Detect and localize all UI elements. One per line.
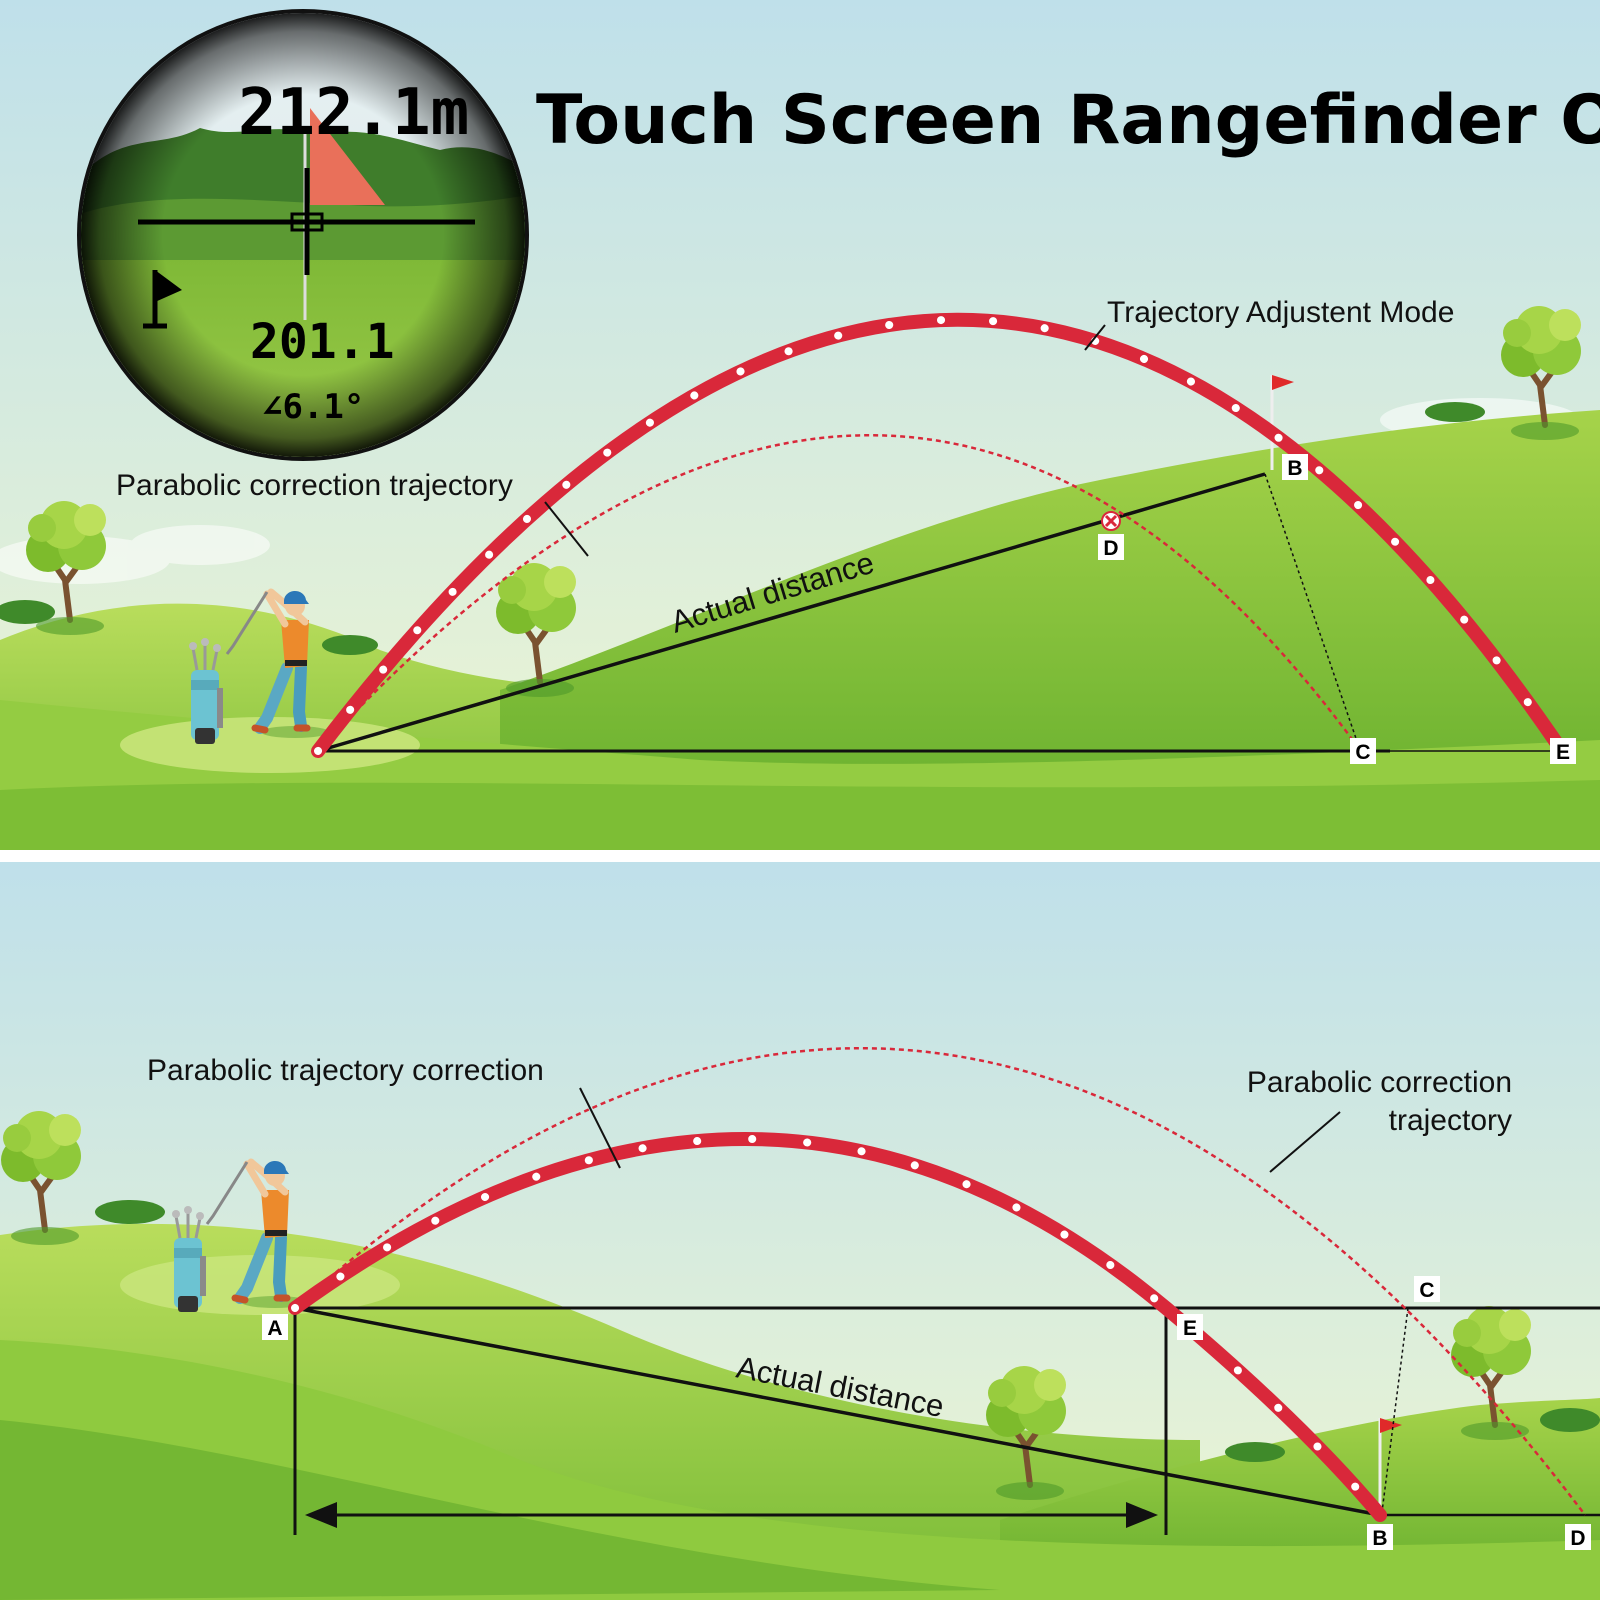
label-parabolic-correction-line2: trajectory [1389, 1104, 1512, 1137]
top-trajectory [311, 312, 1567, 758]
viewfinder-angle: ∠6.1° [262, 387, 364, 427]
top-fairway-band [0, 780, 1600, 850]
flag-icon [143, 270, 182, 329]
panel-separator [0, 850, 1600, 862]
svg-text:E: E [1183, 1317, 1197, 1340]
svg-text:B: B [1372, 1527, 1387, 1550]
point-d-label: D [1565, 1524, 1591, 1550]
bottom-leader-right [1269, 1111, 1341, 1173]
bottom-fairway-band [0, 1420, 1000, 1600]
point-d-label: D [1098, 534, 1124, 560]
svg-text:C: C [1419, 1279, 1434, 1302]
top-panel: Trajectory Adjustent Mode Parabolic corr… [0, 0, 1600, 850]
point-b-label: B [1282, 454, 1308, 480]
top-hill-center [500, 410, 1600, 850]
viewfinder-adjusted-distance: 201.1 [250, 314, 395, 370]
svg-text:D: D [1103, 537, 1118, 560]
arrow-left-head [305, 1502, 337, 1528]
crosshair-icon [138, 168, 475, 275]
page-title: Touch Screen Rangefinder Only [536, 81, 1600, 160]
svg-text:D: D [1570, 1527, 1585, 1550]
point-a-label: A [262, 1314, 288, 1340]
top-shrubs [0, 402, 1485, 655]
point-b-label: B [1367, 1524, 1393, 1550]
bottom-panel: Parabolic trajectory correction Paraboli… [0, 862, 1600, 1600]
point-c-label: C [1414, 1276, 1440, 1302]
top-leader-trajectory-mode [1084, 324, 1106, 351]
point-e-label: E [1550, 738, 1576, 764]
svg-text:C: C [1355, 741, 1370, 764]
bottom-drop-line-cb [1381, 1307, 1409, 1513]
label-parabolic-trajectory-correction: Parabolic trajectory correction [147, 1054, 544, 1087]
bottom-actual-distance-line [294, 1306, 1381, 1517]
top-leader-parabolic [544, 501, 589, 557]
point-e-label: E [1177, 1314, 1203, 1340]
top-correction-curve [317, 434, 1362, 752]
viewfinder: 212.1m 201.1 ∠6.1° [77, 9, 529, 461]
label-trajectory-mode: Trajectory Adjustent Mode [1107, 296, 1454, 329]
svg-text:B: B [1287, 457, 1302, 480]
bottom-correction-curve [294, 1046, 1586, 1516]
arrow-right-head [1126, 1502, 1158, 1528]
label-parabolic-correction: Parabolic correction trajectory [116, 469, 513, 502]
point-c-label: C [1350, 738, 1376, 764]
svg-text:E: E [1556, 741, 1570, 764]
svg-text:A: A [267, 1317, 282, 1340]
bottom-trajectory [288, 1132, 1387, 1522]
x-mark-icon [1101, 511, 1121, 531]
top-tee-box [120, 717, 420, 773]
bottom-shrubs [95, 1200, 1600, 1462]
label-parabolic-correction-line1: Parabolic correction [1247, 1066, 1512, 1099]
top-drop-line-bc [1264, 473, 1361, 751]
bottom-leader-left [579, 1087, 621, 1169]
viewfinder-distance: 212.1m [238, 76, 469, 150]
